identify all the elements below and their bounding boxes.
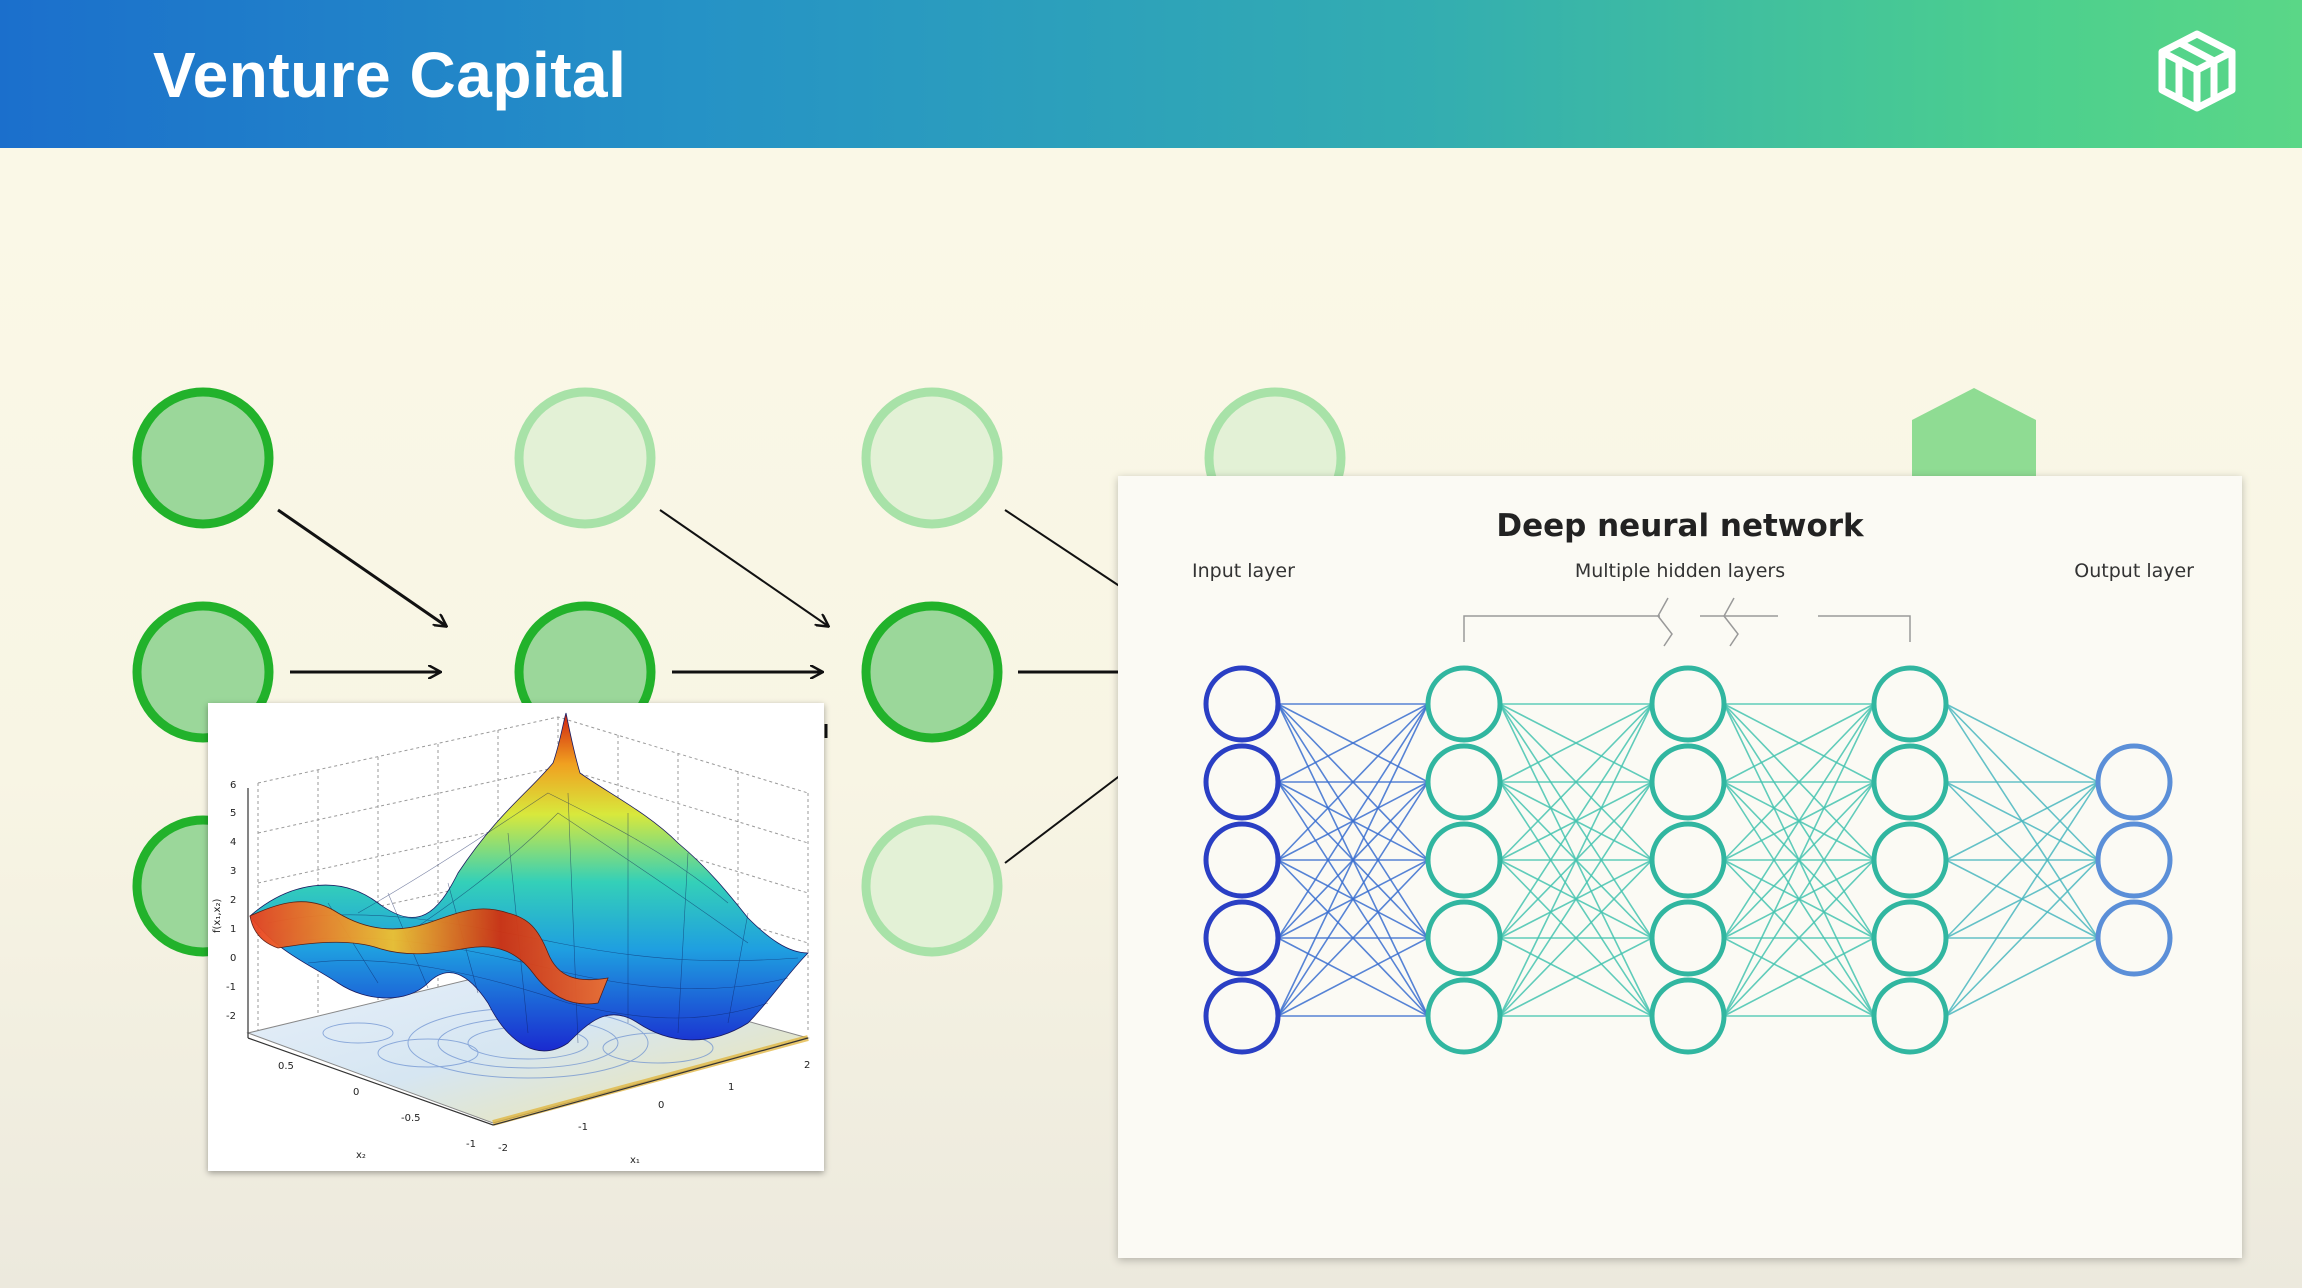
z-tick: 5 <box>230 808 236 819</box>
hidden-layers-bracket <box>1463 597 1911 647</box>
dnn-hidden-neuron <box>1425 665 1503 743</box>
dnn-connection <box>1499 937 1653 1017</box>
dnn-hidden-neuron <box>1871 665 1949 743</box>
dnn-input-neuron <box>1203 743 1281 821</box>
dnn-connection <box>1277 859 1429 1017</box>
flow-node-c1-r1 <box>132 387 274 529</box>
dnn-network-svg <box>1203 597 2173 1055</box>
dnn-connection <box>1499 703 1653 783</box>
dnn-connection <box>1723 703 1875 939</box>
input-layer-label: Input layer <box>1192 560 1295 582</box>
dnn-hidden-neuron <box>1425 743 1503 821</box>
dnn-connection <box>1277 703 1429 1017</box>
dnn-input-neuron <box>1203 665 1281 743</box>
header-bar: Venture Capital <box>0 0 2302 148</box>
dnn-connection <box>1277 937 1429 1017</box>
z-tick: 1 <box>230 924 236 935</box>
dnn-connection <box>1945 781 2099 1017</box>
slide-title: Venture Capital <box>153 39 627 111</box>
dnn-hidden-neuron <box>1649 665 1727 743</box>
z-tick: 2 <box>230 895 236 906</box>
dnn-hidden-neuron <box>1871 743 1949 821</box>
x1-tick: -2 <box>498 1143 508 1154</box>
dnn-connection <box>1499 859 1653 1017</box>
dnn-connection <box>1499 703 1653 1017</box>
dnn-hidden-neuron <box>1425 899 1503 977</box>
dnn-connection <box>1945 703 2099 783</box>
surface-ridge <box>249 901 609 1005</box>
x1-tick: -1 <box>578 1122 588 1133</box>
dnn-input-neuron <box>1203 821 1281 899</box>
dnn-connection <box>1723 781 1875 1017</box>
dnn-connection <box>1499 781 1653 1017</box>
dnn-hidden-neuron <box>1649 899 1727 977</box>
dnn-hidden-neuron <box>1425 821 1503 899</box>
dnn-connection <box>1945 781 2099 939</box>
dnn-output-neuron <box>2095 899 2173 977</box>
flow-arrow <box>659 509 828 626</box>
flow-node-c2-r1 <box>514 387 656 529</box>
z-tick: 6 <box>230 780 236 791</box>
dnn-title: Deep neural network <box>1496 508 1864 544</box>
z-axis-label: f(x₁,x₂) <box>212 899 223 933</box>
dnn-connection <box>1277 703 1429 783</box>
dnn-connection <box>1277 703 1429 939</box>
dnn-output-neuron <box>2095 743 2173 821</box>
surface-plot-svg: 6 5 4 3 2 1 0 -1 -2 0.5 0 -0.5 -1 -2 -1 … <box>212 712 810 1166</box>
dnn-hidden-neuron <box>1649 821 1727 899</box>
dnn-connection <box>1499 703 1653 861</box>
dnn-connection <box>1723 703 1875 783</box>
x2-tick: -0.5 <box>401 1113 421 1124</box>
z-tick: -1 <box>226 982 236 993</box>
dnn-connection <box>1723 937 1875 1017</box>
x2-tick: 0.5 <box>278 1061 294 1072</box>
dnn-hidden-neuron <box>1425 977 1503 1055</box>
surface-plot-image: 6 5 4 3 2 1 0 -1 -2 0.5 0 -0.5 -1 -2 -1 … <box>208 703 824 1171</box>
dnn-output-neuron <box>2095 821 2173 899</box>
dnn-neurons <box>1203 665 2173 1055</box>
dnn-input-neuron <box>1203 977 1281 1055</box>
dnn-hidden-neuron <box>1871 899 1949 977</box>
dnn-connections <box>1277 703 2099 1017</box>
cube-logo-icon <box>2158 30 2236 112</box>
x2-axis-label: x₂ <box>356 1150 366 1161</box>
dnn-hidden-neuron <box>1649 977 1727 1055</box>
flow-node-c3-r1 <box>861 387 1003 529</box>
x1-tick: 2 <box>804 1060 810 1071</box>
dnn-connection <box>1277 781 1429 1017</box>
dnn-connection <box>1945 859 2099 1017</box>
x1-axis-label: x₁ <box>630 1155 640 1166</box>
x1-tick: 0 <box>658 1100 664 1111</box>
flow-node-c3-r3 <box>861 815 1003 957</box>
x2-tick: 0 <box>353 1087 359 1098</box>
flow-arrow <box>277 508 446 626</box>
dnn-hidden-neuron <box>1649 743 1727 821</box>
flow-arrow <box>1004 509 1131 594</box>
z-tick: 0 <box>230 953 236 964</box>
dnn-input-neuron <box>1203 899 1281 977</box>
dnn-connection <box>1499 703 1653 939</box>
flow-node-c3-r2 <box>861 601 1003 743</box>
x2-tick: -1 <box>466 1139 476 1150</box>
dnn-connection <box>1945 781 2099 861</box>
z-tick: 4 <box>230 837 236 848</box>
dnn-hidden-neuron <box>1871 821 1949 899</box>
flow-hexagon <box>1912 388 2036 488</box>
x1-tick: 1 <box>728 1082 734 1093</box>
dnn-connection <box>1723 703 1875 1017</box>
dnn-hidden-neuron <box>1871 977 1949 1055</box>
dnn-connection <box>1277 703 1429 861</box>
flow-arrow <box>1004 767 1131 864</box>
dnn-connection <box>1723 859 1875 1017</box>
hidden-layers-label: Multiple hidden layers <box>1574 560 1786 582</box>
surface-mesh <box>249 712 809 1052</box>
deep-neural-network-figure: Deep neural network Input layer Multiple… <box>1118 476 2242 1258</box>
z-tick: -2 <box>226 1011 236 1022</box>
output-layer-label: Output layer <box>2074 560 2194 582</box>
dnn-connection <box>1723 703 1875 861</box>
dnn-connection <box>1945 937 2099 1017</box>
z-tick: 3 <box>230 866 236 877</box>
